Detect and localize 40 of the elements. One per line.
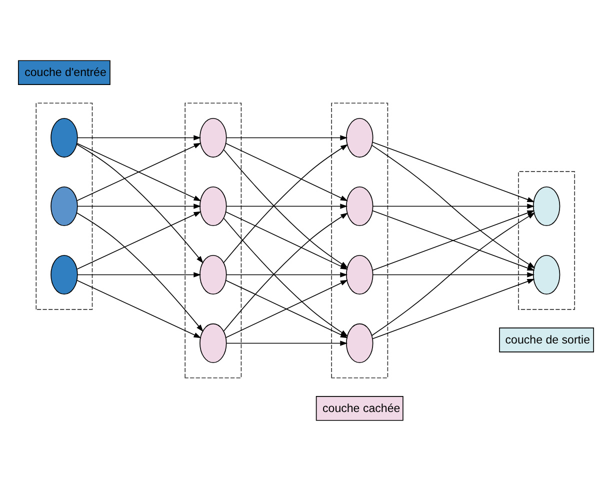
cluster xyxy=(36,102,93,310)
arrow xyxy=(372,141,535,202)
arrow xyxy=(76,210,202,270)
arrow xyxy=(76,143,204,263)
node-circle xyxy=(200,186,227,226)
node-circle xyxy=(346,322,374,363)
arrow xyxy=(77,134,202,140)
arrow xyxy=(76,212,204,332)
arrow xyxy=(372,212,536,336)
node-circle xyxy=(50,186,78,226)
arrow xyxy=(76,279,202,338)
legend-label: couche de sortie xyxy=(505,334,590,346)
legend-label: couche cachée xyxy=(322,402,400,414)
node-circle xyxy=(50,254,78,294)
legend-label: couche d'entrée xyxy=(24,66,106,79)
arrow xyxy=(225,142,348,201)
arrow xyxy=(76,142,202,201)
node-circle xyxy=(532,186,560,226)
arrow xyxy=(226,272,348,277)
node-circle xyxy=(200,117,227,158)
node-circle xyxy=(50,117,78,158)
arrow xyxy=(226,134,348,140)
arrow xyxy=(226,340,348,346)
arrow xyxy=(77,203,202,208)
arrow xyxy=(77,272,202,277)
arrow xyxy=(372,210,535,270)
node-circle xyxy=(532,254,560,294)
node-circle xyxy=(346,254,374,294)
cluster xyxy=(331,102,388,378)
arrow xyxy=(372,278,535,339)
arrow xyxy=(372,203,535,208)
arrow xyxy=(226,203,348,208)
arrow xyxy=(372,272,535,277)
arrow xyxy=(372,144,536,268)
node-circle xyxy=(200,322,227,363)
cluster xyxy=(184,102,242,378)
node-circle xyxy=(346,186,374,226)
node-circle xyxy=(200,254,227,294)
node-circle xyxy=(346,117,374,158)
cluster xyxy=(518,170,576,310)
